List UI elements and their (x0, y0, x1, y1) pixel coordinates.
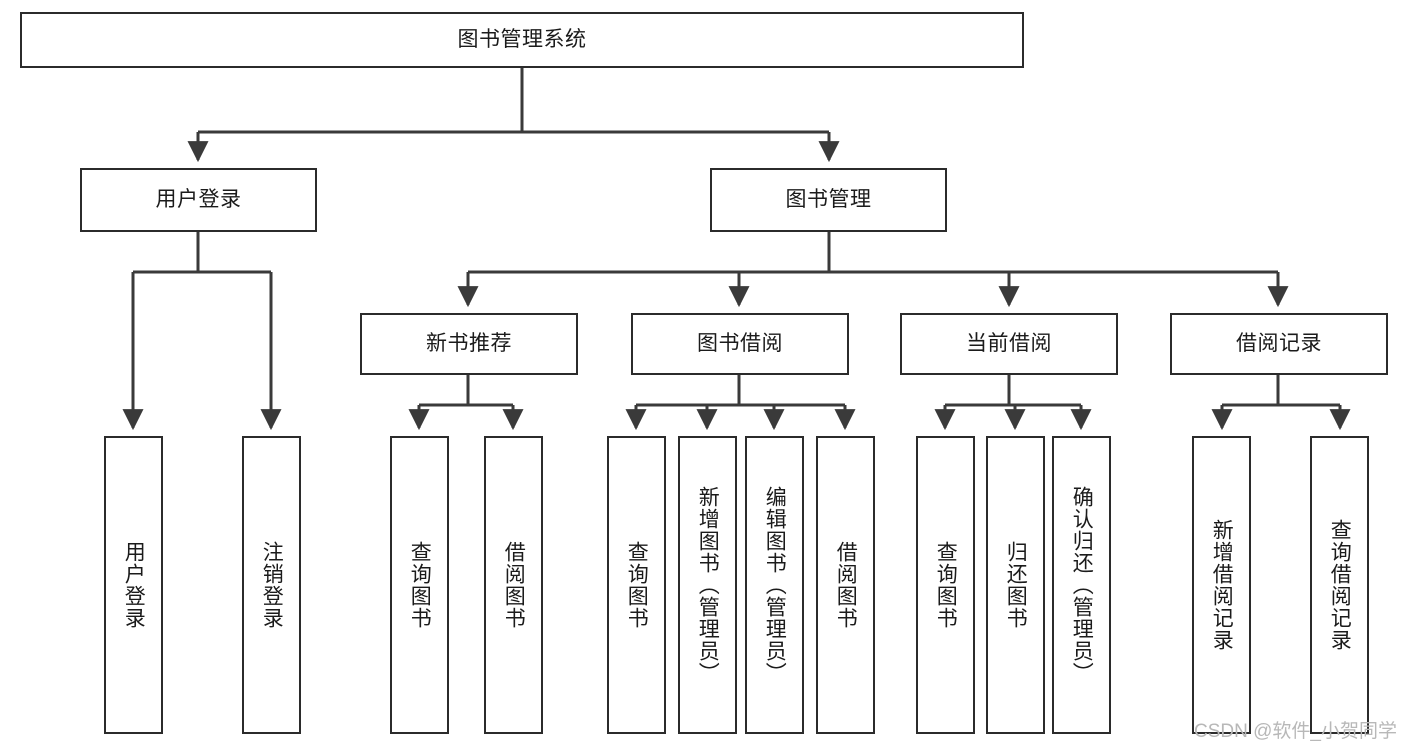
node-leaf-borrow-book-1-label: 借阅图书 (502, 541, 526, 629)
node-leaf-confirm-return[interactable]: 确认归还（管理员） (1052, 436, 1111, 734)
node-leaf-add-book-label: 新增图书（管理员） (696, 486, 720, 684)
node-leaf-query-book-3[interactable]: 查询图书 (916, 436, 975, 734)
node-leaf-query-book-2[interactable]: 查询图书 (607, 436, 666, 734)
node-leaf-return-book-label: 归还图书 (1004, 541, 1028, 629)
node-borrow-record[interactable]: 借阅记录 (1170, 313, 1388, 375)
node-leaf-logout-label: 注销登录 (260, 541, 284, 629)
node-root[interactable]: 图书管理系统 (20, 12, 1024, 68)
node-leaf-return-book[interactable]: 归还图书 (986, 436, 1045, 734)
node-book-manage[interactable]: 图书管理 (710, 168, 947, 232)
node-user-login-label: 用户登录 (155, 188, 242, 212)
node-leaf-borrow-book-2-label: 借阅图书 (834, 541, 858, 629)
node-leaf-edit-book[interactable]: 编辑图书（管理员） (745, 436, 804, 734)
node-current-borrow[interactable]: 当前借阅 (900, 313, 1118, 375)
node-leaf-add-record[interactable]: 新增借阅记录 (1192, 436, 1251, 734)
node-leaf-borrow-book-2[interactable]: 借阅图书 (816, 436, 875, 734)
node-leaf-add-book[interactable]: 新增图书（管理员） (678, 436, 737, 734)
node-leaf-confirm-return-label: 确认归还（管理员） (1070, 486, 1094, 684)
node-book-manage-label: 图书管理 (785, 188, 872, 212)
node-current-borrow-label: 当前借阅 (966, 332, 1052, 356)
node-leaf-user-login-label: 用户登录 (122, 541, 146, 629)
node-new-book-recommend[interactable]: 新书推荐 (360, 313, 578, 375)
node-borrow-record-label: 借阅记录 (1236, 332, 1322, 356)
node-leaf-logout[interactable]: 注销登录 (242, 436, 301, 734)
node-leaf-query-book-2-label: 查询图书 (625, 541, 649, 629)
node-book-borrow-label: 图书借阅 (697, 332, 783, 356)
node-user-login[interactable]: 用户登录 (80, 168, 317, 232)
node-new-book-recommend-label: 新书推荐 (426, 332, 512, 356)
node-root-label: 图书管理系统 (457, 28, 587, 52)
node-leaf-edit-book-label: 编辑图书（管理员） (763, 486, 787, 684)
node-leaf-query-record[interactable]: 查询借阅记录 (1310, 436, 1369, 734)
node-book-borrow[interactable]: 图书借阅 (631, 313, 849, 375)
node-leaf-query-book-3-label: 查询图书 (934, 541, 958, 629)
node-leaf-borrow-book-1[interactable]: 借阅图书 (484, 436, 543, 734)
node-leaf-query-record-label: 查询借阅记录 (1328, 519, 1352, 651)
node-leaf-user-login[interactable]: 用户登录 (104, 436, 163, 734)
node-leaf-query-book-1-label: 查询图书 (408, 541, 432, 629)
node-leaf-query-book-1[interactable]: 查询图书 (390, 436, 449, 734)
node-leaf-add-record-label: 新增借阅记录 (1210, 519, 1234, 651)
